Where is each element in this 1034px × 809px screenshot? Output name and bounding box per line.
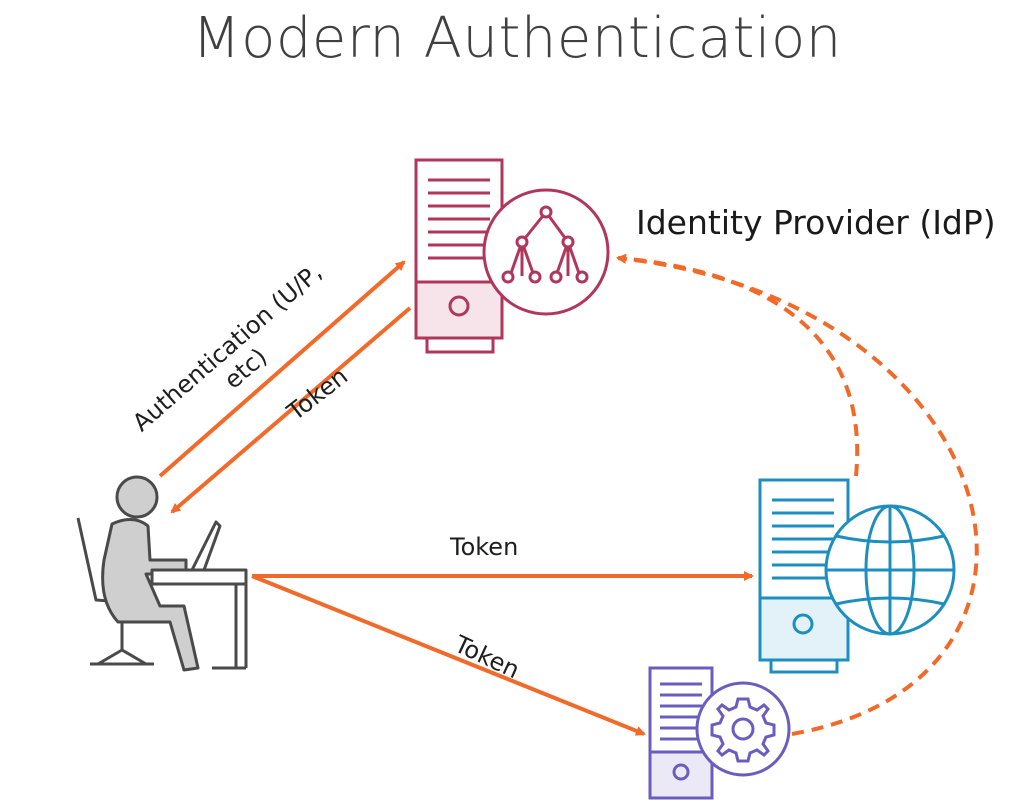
web-to-idp-dashed-arrow — [616, 253, 860, 477]
validation-arrows — [616, 253, 979, 736]
token-to-app-arrow — [251, 574, 646, 736]
user-at-computer-icon — [76, 475, 248, 672]
app-to-idp-dashed-arrow — [616, 253, 979, 736]
token-to-web-label: Token — [450, 533, 519, 561]
page-title: Modern Authentication — [192, 6, 842, 71]
arrows — [158, 260, 754, 736]
hierarchy-icon — [482, 188, 610, 316]
idp-label: Identity Provider (IdP) — [636, 203, 996, 242]
globe-icon — [824, 504, 956, 636]
gear-icon — [695, 681, 791, 777]
token-from-idp-arrow — [170, 306, 412, 514]
auth-arrow — [158, 260, 406, 478]
